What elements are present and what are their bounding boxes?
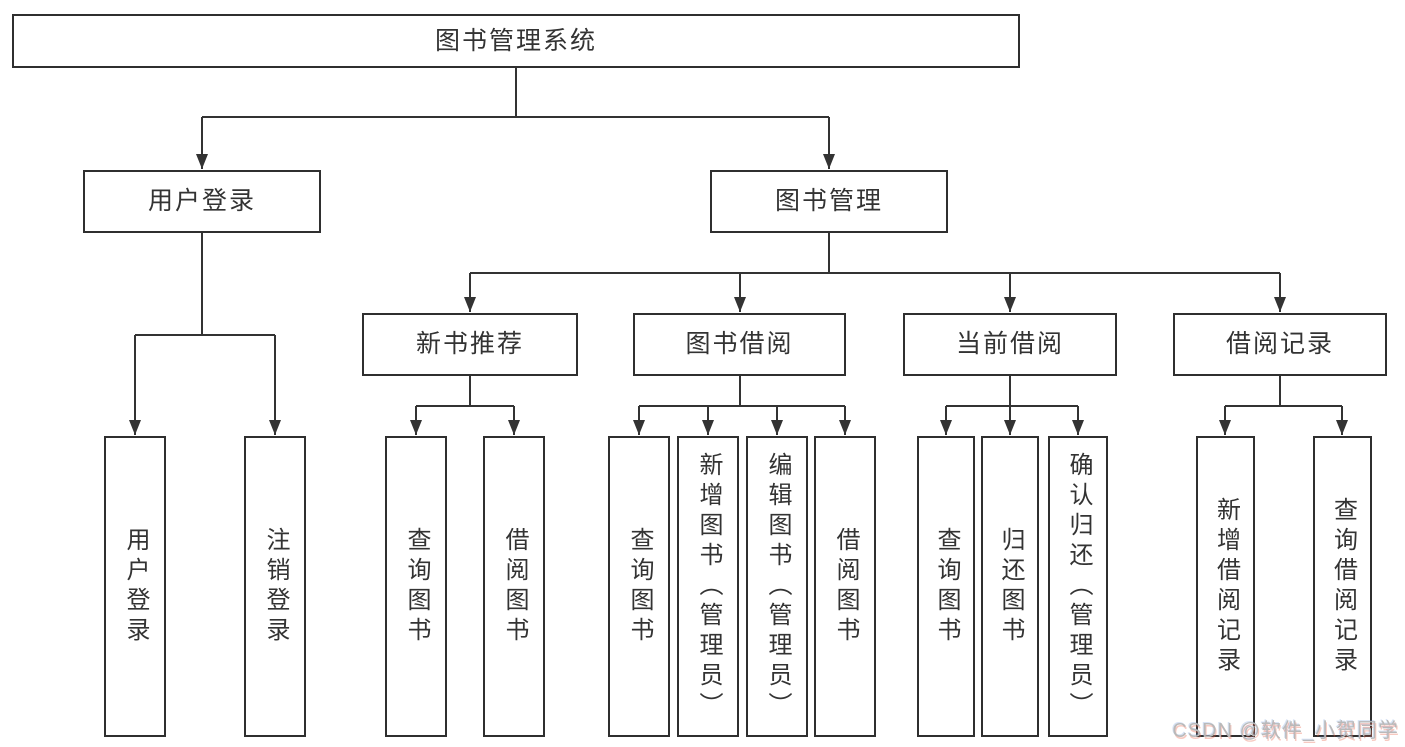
watermark: CSDN @软件_小贺同学	[1172, 720, 1399, 742]
connector-current-borrow-children	[940, 376, 1084, 435]
node-leaf-query-books-recommend: 查询图书	[385, 436, 447, 737]
node-leaf-query-books-current: 查询图书	[917, 436, 975, 737]
node-library-system: 图书管理系统	[12, 14, 1020, 68]
node-new-book-recommendation-label: 新书推荐	[415, 330, 524, 358]
node-book-borrowing-label: 图书借阅	[685, 330, 794, 358]
node-leaf-query-borrow-record-label: 查询借阅记录	[1329, 496, 1357, 677]
node-book-management: 图书管理	[710, 170, 948, 233]
connector-user-login-children	[129, 233, 281, 435]
node-leaf-borrow-books-recommend: 借阅图书	[483, 436, 545, 737]
node-leaf-logout: 注销登录	[244, 436, 306, 737]
node-leaf-add-books-admin: 新增图书（管理员）	[677, 436, 739, 737]
node-leaf-return-books-label: 归还图书	[997, 526, 1024, 647]
node-leaf-edit-books-admin: 编辑图书（管理员）	[746, 436, 808, 737]
connector-book-borrow-children	[633, 376, 851, 435]
node-leaf-query-books-borrow: 查询图书	[608, 436, 670, 737]
node-library-system-label: 图书管理系统	[434, 26, 597, 55]
node-leaf-query-borrow-record: 查询借阅记录	[1313, 436, 1372, 737]
node-current-borrowing: 当前借阅	[903, 313, 1117, 376]
node-user-login: 用户登录	[83, 170, 321, 233]
node-book-borrowing: 图书借阅	[633, 313, 846, 376]
node-borrowing-records-label: 借阅记录	[1225, 330, 1334, 358]
node-book-management-label: 图书管理	[774, 187, 883, 215]
node-leaf-add-books-admin-label: 新增图书（管理员）	[695, 451, 722, 722]
connector-borrow-records-children	[1219, 376, 1348, 435]
node-leaf-borrow-books: 借阅图书	[814, 436, 876, 737]
node-leaf-user-login-label: 用户登录	[122, 526, 149, 647]
node-leaf-confirm-return-admin-label: 确认归还（管理员）	[1065, 451, 1092, 722]
node-leaf-borrow-books-label: 借阅图书	[832, 526, 859, 647]
connector-new-book-children	[410, 376, 520, 435]
node-leaf-return-books: 归还图书	[981, 436, 1039, 737]
node-leaf-confirm-return-admin: 确认归还（管理员）	[1048, 436, 1108, 737]
node-user-login-label: 用户登录	[147, 187, 256, 215]
node-leaf-user-login: 用户登录	[104, 436, 166, 737]
node-borrowing-records: 借阅记录	[1173, 313, 1387, 376]
connector-root-to-level2	[196, 68, 835, 169]
node-leaf-add-borrow-record-label: 新增借阅记录	[1212, 496, 1240, 677]
node-leaf-query-books-current-label: 查询图书	[933, 526, 960, 647]
node-leaf-query-books-recommend-label: 查询图书	[403, 526, 430, 647]
connector-book-mgmt-children	[464, 233, 1286, 312]
node-leaf-add-borrow-record: 新增借阅记录	[1196, 436, 1255, 737]
node-current-borrowing-label: 当前借阅	[955, 330, 1064, 358]
node-leaf-logout-label: 注销登录	[262, 526, 289, 647]
node-leaf-borrow-books-recommend-label: 借阅图书	[501, 526, 528, 647]
node-leaf-query-books-borrow-label: 查询图书	[626, 526, 653, 647]
node-leaf-edit-books-admin-label: 编辑图书（管理员）	[764, 451, 791, 722]
node-new-book-recommendation: 新书推荐	[362, 313, 578, 376]
